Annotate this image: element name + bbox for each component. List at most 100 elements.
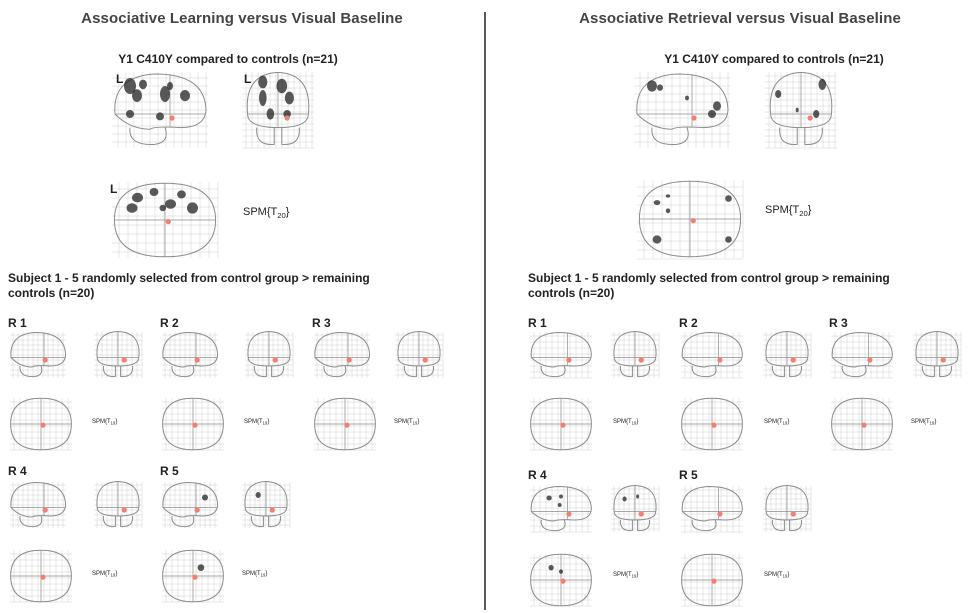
brain-coronal: [761, 330, 813, 380]
brain-coronal: [243, 330, 295, 380]
glass-brain-graphic: [634, 72, 730, 148]
brain-axial: [8, 548, 74, 604]
glass-brain-graphic: [637, 180, 744, 260]
glass-brain-graphic: [530, 397, 592, 451]
subject-label: R 3: [312, 316, 331, 330]
spm-label-small: SPM{T19}: [242, 571, 268, 578]
right-subject-title: Subject 1 - 5 randomly selected from con…: [528, 271, 890, 300]
glass-brain-graphic: [831, 331, 893, 379]
right-group-title: Y1 C410Y compared to controls (n=21): [664, 52, 884, 66]
glass-brain-graphic: [245, 330, 294, 378]
subject-label: R 5: [160, 464, 179, 478]
glass-brain-graphic: [242, 71, 314, 149]
brain-coronal: [911, 330, 963, 380]
brain-sagittal: [312, 330, 372, 380]
brain-axial: [312, 396, 378, 452]
subject-label: R 4: [528, 468, 547, 482]
glass-brain-graphic: [395, 330, 444, 378]
glass-brain-graphic: [10, 331, 67, 378]
brain-axial: [679, 552, 745, 608]
brain-axial: [160, 548, 226, 604]
glass-brain-graphic: [10, 549, 72, 603]
brain-coronal: [609, 484, 661, 534]
brain-sagittal: [8, 480, 68, 530]
glass-brain-graphic: [162, 331, 219, 378]
glass-brain-graphic: [314, 397, 376, 451]
glass-brain-graphic: [763, 330, 812, 378]
glass-brain-graphic: [681, 397, 743, 451]
brain-coronal: [393, 330, 445, 380]
left-panel-title: Associative Learning versus Visual Basel…: [81, 10, 403, 27]
glass-brain-graphic: [10, 481, 67, 528]
brain-sagittal: [8, 330, 68, 380]
glass-brain-graphic: [162, 549, 224, 603]
glass-brain-graphic: [765, 71, 837, 149]
brain-sagittal: [632, 70, 732, 150]
brain-sagittal: [528, 330, 594, 380]
brain-sagittal: [160, 330, 220, 380]
left-group-title: Y1 C410Y compared to controls (n=21): [118, 52, 338, 66]
glass-brain-graphic: [530, 485, 592, 533]
glass-brain-graphic: [112, 182, 219, 258]
glass-brain-graphic: [162, 397, 224, 451]
glass-brain-graphic: [681, 553, 743, 607]
brain-axial: [110, 180, 220, 260]
brain-coronal: [761, 484, 813, 534]
spm-label: SPM{T20}: [765, 204, 812, 219]
glass-brain-graphic: [681, 485, 743, 533]
subject-label: R 2: [160, 316, 179, 330]
brain-coronal: [763, 70, 839, 150]
brain-axial: [679, 396, 745, 452]
subject-label: R 3: [829, 316, 848, 330]
spm-label-small: SPM{T19}: [911, 419, 937, 426]
brain-axial: [528, 552, 594, 608]
brain-axial: [8, 396, 74, 452]
brain-coronal: [240, 70, 316, 150]
brain-sagittal: [160, 480, 220, 530]
spm-label-small: SPM{T19}: [613, 419, 639, 426]
glass-brain-graphic: [112, 72, 208, 148]
spm-label-small: SPM{T19}: [764, 419, 790, 426]
glass-brain-graphic: [611, 330, 660, 378]
glass-brain-graphic: [763, 484, 812, 532]
spm-label-small: SPM{T19}: [394, 419, 420, 426]
brain-sagittal: [110, 70, 210, 150]
brain-sagittal: [679, 484, 745, 534]
brain-sagittal: [528, 484, 594, 534]
brain-sagittal: [829, 330, 895, 380]
panel-divider: [484, 12, 486, 610]
glass-brain-graphic: [681, 331, 743, 379]
brain-coronal: [240, 480, 292, 530]
brain-coronal: [92, 330, 144, 380]
glass-brain-graphic: [94, 330, 143, 378]
spm-label: SPM{T20}: [243, 206, 290, 221]
right-panel-title: Associative Retrieval versus Visual Base…: [579, 10, 901, 27]
subject-label: R 4: [8, 464, 27, 478]
spm-label-small: SPM{T19}: [244, 419, 270, 426]
brain-axial: [528, 396, 594, 452]
brain-axial: [160, 396, 226, 452]
glass-brain-graphic: [10, 397, 72, 451]
brain-axial: [635, 178, 745, 260]
subject-label: R 2: [679, 316, 698, 330]
left-subject-title: Subject 1 - 5 randomly selected from con…: [8, 271, 370, 300]
orientation-label: L: [116, 72, 124, 86]
glass-brain-graphic: [831, 397, 893, 451]
glass-brain-graphic: [530, 553, 592, 607]
glass-brain-graphic: [530, 331, 592, 379]
left-panel: Associative Learning versus Visual Basel…: [0, 0, 484, 613]
subject-label: R 1: [8, 316, 27, 330]
right-panel: Associative Retrieval versus Visual Base…: [487, 0, 969, 613]
brain-coronal: [609, 330, 661, 380]
spm-label-small: SPM{T19}: [764, 572, 790, 579]
spm-label-small: SPM{T19}: [613, 572, 639, 579]
subject-label: R 5: [679, 468, 698, 482]
glass-brain-graphic: [314, 331, 371, 378]
glass-brain-graphic: [162, 481, 219, 528]
subject-label: R 1: [528, 316, 547, 330]
brain-axial: [829, 396, 895, 452]
glass-brain-graphic: [242, 480, 291, 528]
brain-coronal: [92, 480, 144, 530]
glass-brain-graphic: [611, 484, 660, 532]
glass-brain-graphic: [94, 480, 143, 528]
